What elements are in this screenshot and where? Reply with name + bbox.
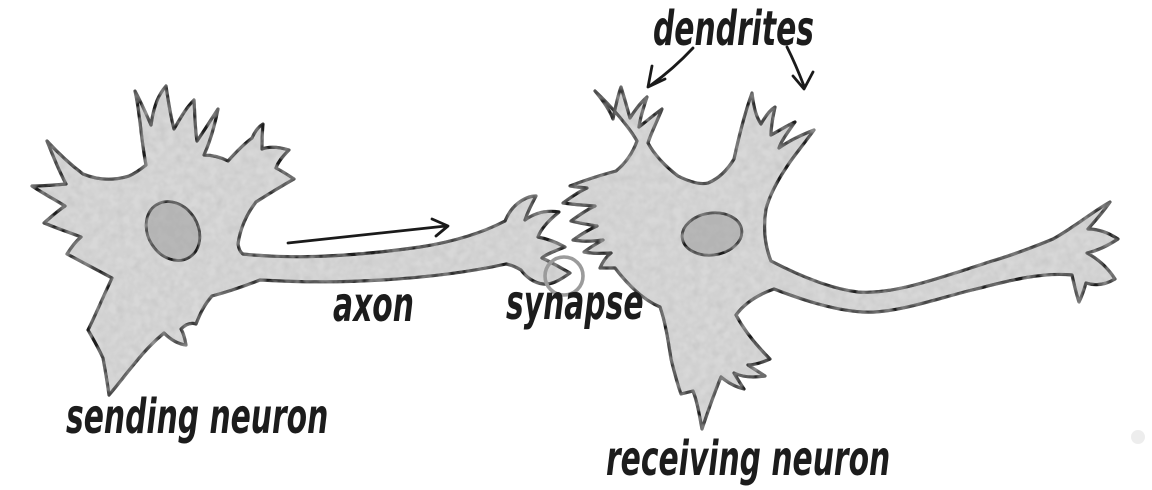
receiving-neuron-body — [561, 85, 1120, 431]
sending-neuron-nucleus — [144, 200, 202, 262]
dendrites-arrow-right — [785, 45, 815, 91]
label-synapse: synapse — [506, 275, 644, 331]
receiving-neuron-nucleus — [680, 211, 744, 257]
label-receiving-neuron: receiving neuron — [606, 431, 891, 487]
synapse-circle — [543, 255, 585, 297]
paper-smudge — [1131, 430, 1145, 444]
label-sending-neuron: sending neuron — [66, 389, 329, 445]
axon-direction-arrow — [286, 217, 450, 245]
dendrites-arrow-left — [646, 46, 695, 89]
label-dendrites: dendrites — [653, 1, 814, 57]
sending-neuron-body — [30, 84, 572, 397]
label-axon: axon — [333, 277, 414, 333]
